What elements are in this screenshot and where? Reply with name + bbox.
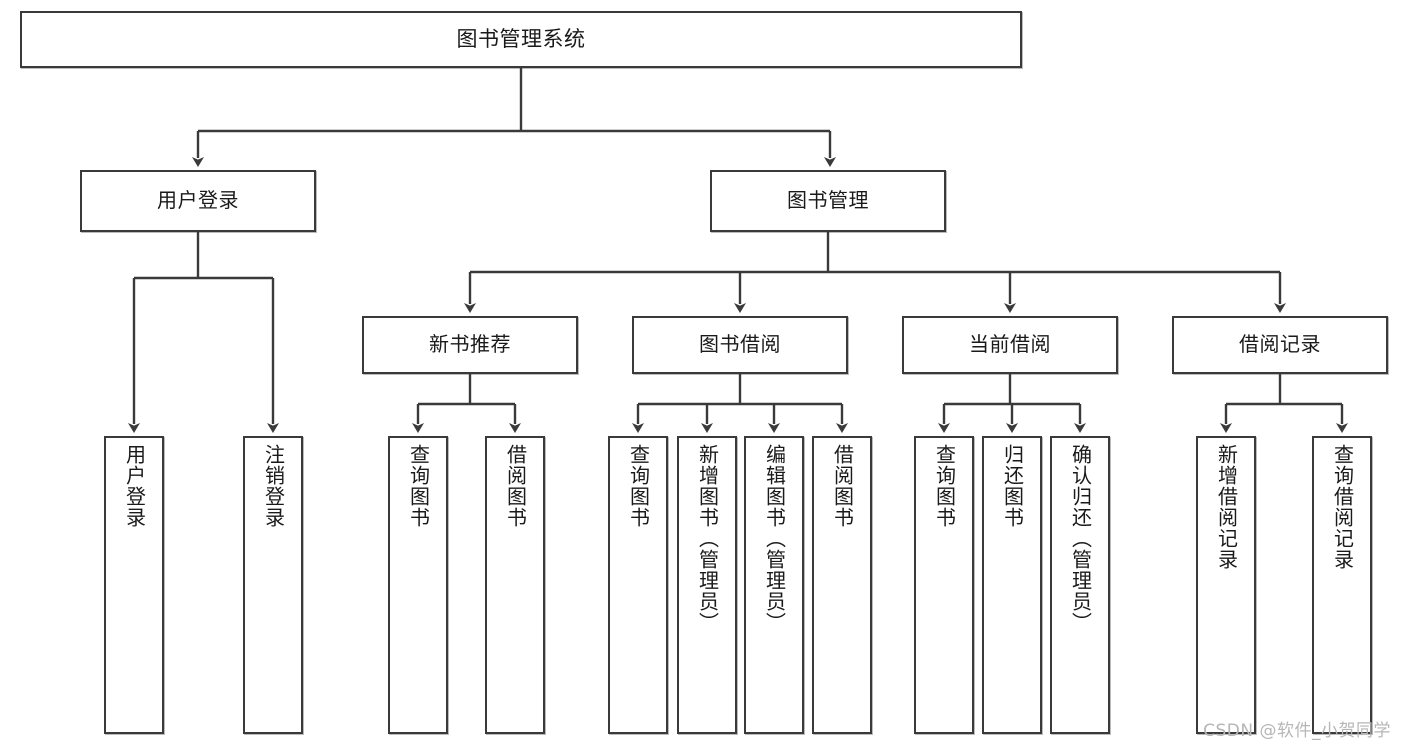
leaf-user-login[interactable]: 用户登录	[104, 436, 164, 734]
node-current-borrow[interactable]: 当前借阅	[902, 316, 1118, 374]
leaf-query-book-2-label: 查询图书	[626, 444, 651, 528]
node-book-borrow[interactable]: 图书借阅	[632, 316, 848, 374]
node-user-login[interactable]: 用户登录	[80, 170, 316, 232]
leaf-confirm-return[interactable]: 确认归还（管理员）	[1050, 436, 1110, 734]
watermark: CSDN @软件_小贺同学	[1203, 721, 1391, 741]
node-new-book-recommend[interactable]: 新书推荐	[362, 316, 578, 374]
leaf-query-book-2[interactable]: 查询图书	[608, 436, 668, 734]
leaf-edit-book[interactable]: 编辑图书（管理员）	[744, 436, 804, 734]
leaf-query-book-1[interactable]: 查询图书	[388, 436, 448, 734]
leaf-return-book[interactable]: 归还图书	[982, 436, 1042, 734]
leaf-query-book-3-label: 查询图书	[932, 444, 957, 528]
leaf-add-book[interactable]: 新增图书（管理员）	[677, 436, 737, 734]
leaf-logout-label: 注销登录	[261, 444, 286, 528]
node-new-book-recommend-label: 新书推荐	[429, 332, 511, 357]
leaf-borrow-book-1-label: 借阅图书	[503, 444, 528, 528]
leaf-add-record-label: 新增借阅记录	[1214, 444, 1239, 570]
leaf-query-book-3[interactable]: 查询图书	[914, 436, 974, 734]
leaf-logout[interactable]: 注销登录	[243, 436, 303, 734]
leaf-add-record[interactable]: 新增借阅记录	[1196, 436, 1256, 734]
node-root-label: 图书管理系统	[456, 27, 586, 52]
node-current-borrow-label: 当前借阅	[969, 332, 1051, 357]
node-user-login-label: 用户登录	[157, 188, 239, 213]
leaf-add-book-label: 新增图书（管理员）	[695, 444, 720, 633]
leaf-borrow-book-1[interactable]: 借阅图书	[485, 436, 545, 734]
leaf-query-book-1-label: 查询图书	[406, 444, 431, 528]
leaf-return-book-label: 归还图书	[1000, 444, 1025, 528]
node-borrow-record-label: 借阅记录	[1239, 332, 1321, 357]
node-borrow-record[interactable]: 借阅记录	[1172, 316, 1388, 374]
node-book-manage-label: 图书管理	[787, 188, 869, 213]
leaf-query-record-label: 查询借阅记录	[1330, 444, 1355, 570]
node-book-manage[interactable]: 图书管理	[710, 170, 946, 232]
leaf-borrow-book-2[interactable]: 借阅图书	[812, 436, 872, 734]
leaf-confirm-return-label: 确认归还（管理员）	[1068, 444, 1093, 633]
leaf-borrow-book-2-label: 借阅图书	[830, 444, 855, 528]
node-root[interactable]: 图书管理系统	[20, 11, 1022, 68]
leaf-user-login-label: 用户登录	[122, 444, 147, 528]
node-book-borrow-label: 图书借阅	[699, 332, 781, 357]
leaf-edit-book-label: 编辑图书（管理员）	[762, 444, 787, 633]
leaf-query-record[interactable]: 查询借阅记录	[1312, 436, 1372, 734]
